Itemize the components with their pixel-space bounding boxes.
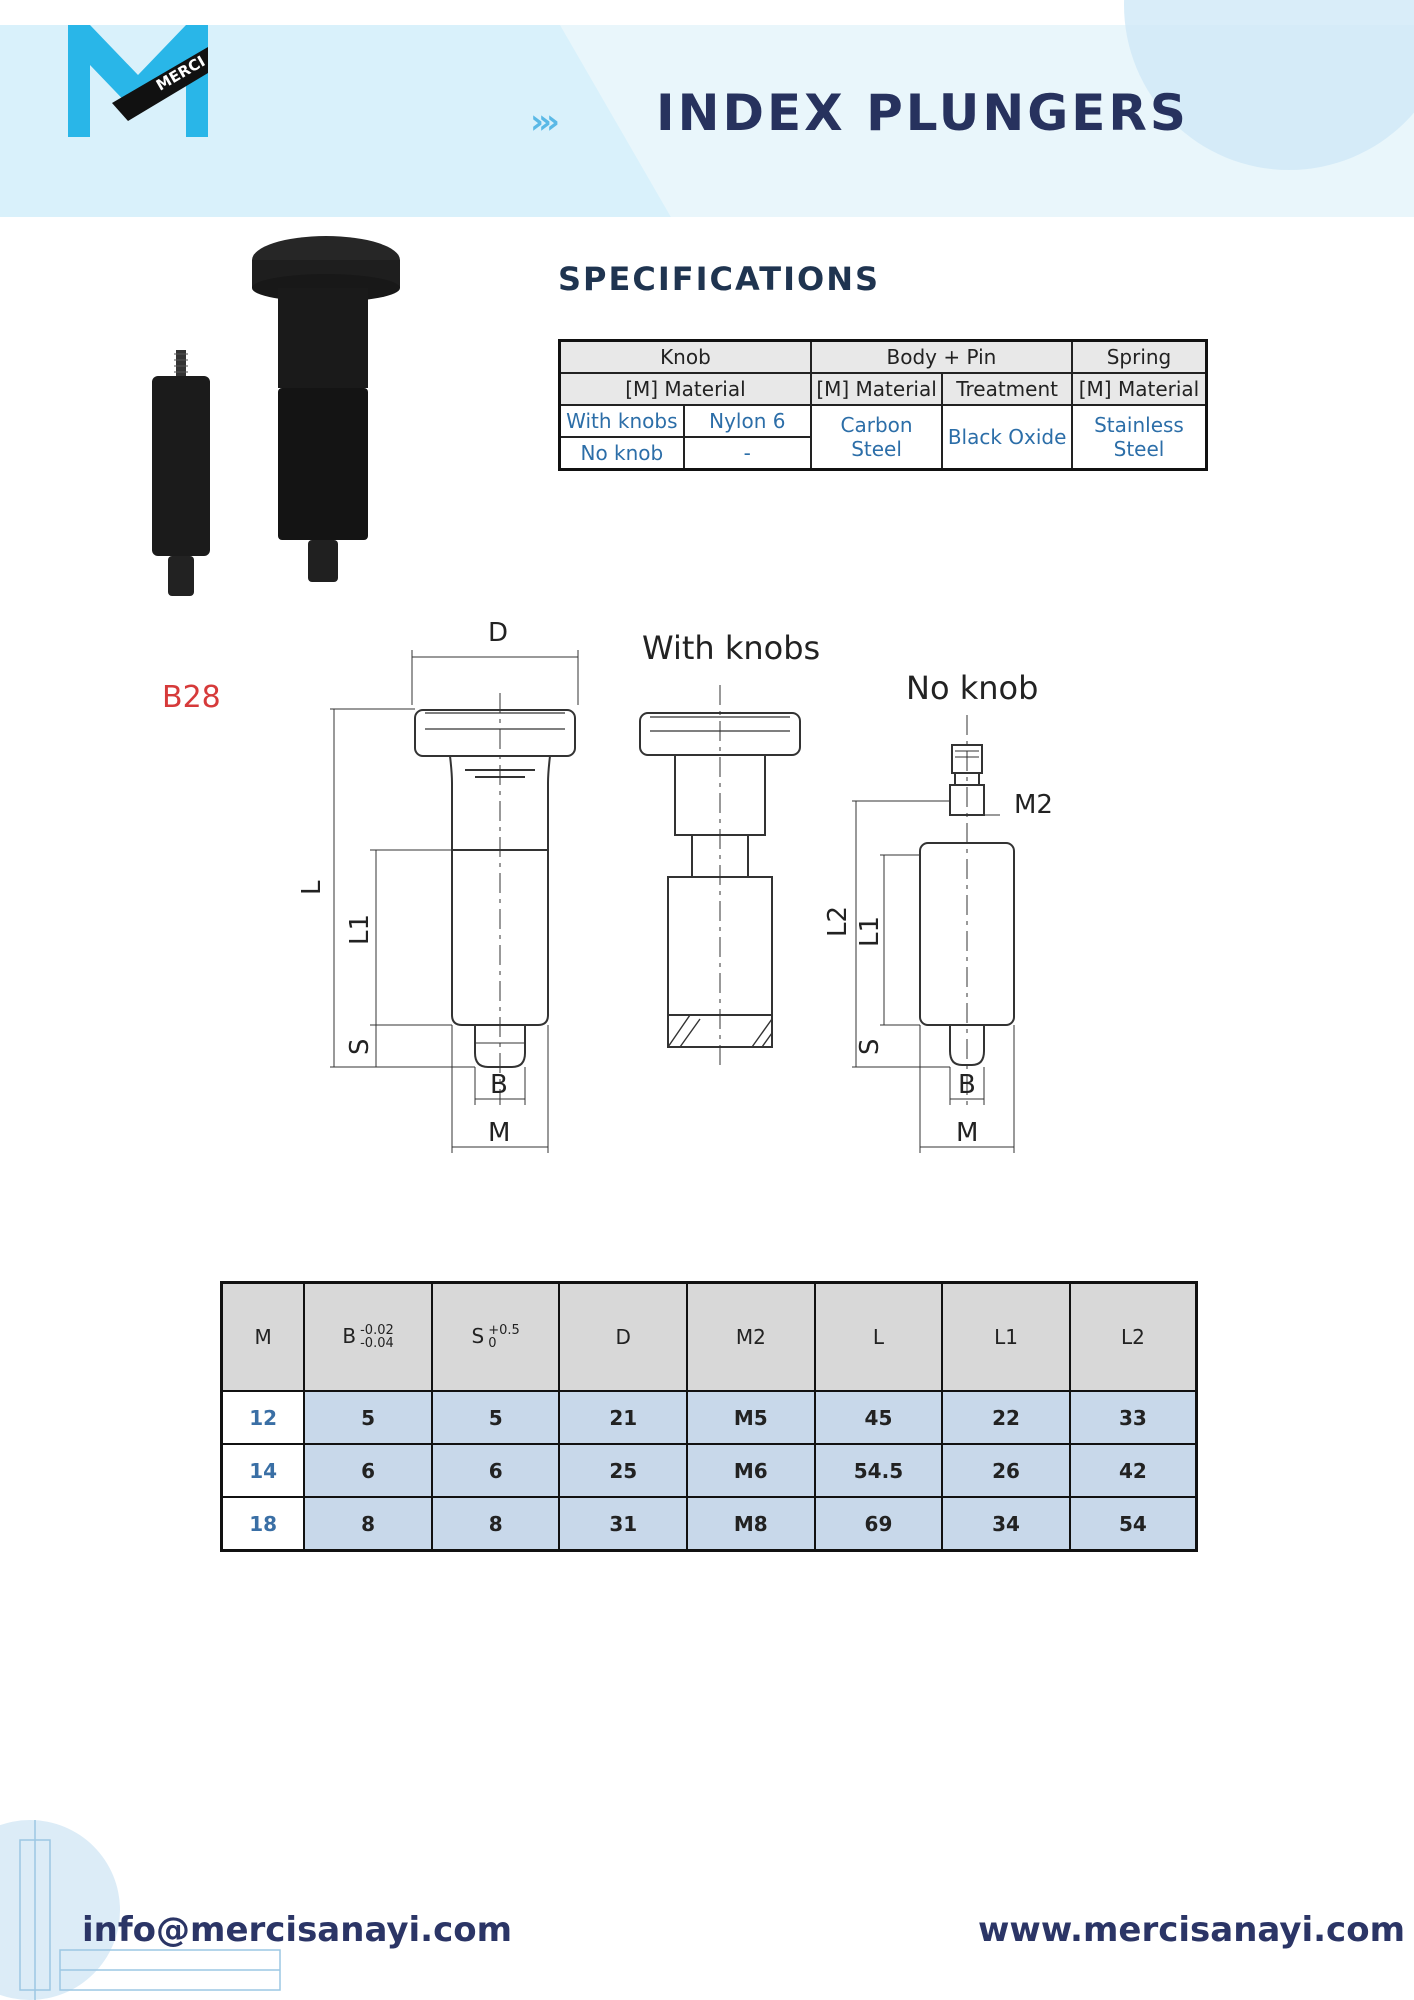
cell-l1: 34 xyxy=(941,1496,1071,1552)
cell-b: 8 xyxy=(303,1496,433,1552)
dim-b-label: B xyxy=(490,1070,508,1100)
treatment-cell: Black Oxide xyxy=(941,404,1073,471)
cell-l: 45 xyxy=(813,1390,944,1445)
product-code: B28 xyxy=(162,680,221,715)
cell-b: 5 xyxy=(303,1390,433,1445)
cell-b: 6 xyxy=(303,1443,433,1498)
cell-l1: 22 xyxy=(941,1390,1071,1445)
specifications-table: Knob Body + Pin Spring [M] Material [M] … xyxy=(558,339,1208,471)
spring-material-header: [M] Material xyxy=(1070,372,1208,406)
knob-type-cell: With knobs xyxy=(558,404,685,438)
body-pin-group-header: Body + Pin xyxy=(809,339,1073,374)
with-knobs-label: With knobs xyxy=(642,629,820,667)
merci-logo: MERCI xyxy=(68,25,208,137)
header-m: M xyxy=(220,1281,306,1392)
spring-group-header: Spring xyxy=(1070,339,1208,374)
dim-l1-label: L1 xyxy=(855,916,885,947)
specifications-title: SPECIFICATIONS xyxy=(558,260,881,298)
knob-material-header: [M] Material xyxy=(558,372,812,406)
cell-m2: M6 xyxy=(686,1443,816,1498)
dim-m-label: M xyxy=(956,1118,978,1148)
cell-l2: 42 xyxy=(1068,1443,1198,1498)
footer-decoration xyxy=(0,1820,281,2000)
knob-material-cell: - xyxy=(682,436,812,471)
cell-l2: 33 xyxy=(1068,1390,1198,1445)
cell-m: 18 xyxy=(220,1496,306,1552)
product-photo xyxy=(152,236,400,596)
cell-d: 21 xyxy=(558,1390,689,1445)
website-link[interactable]: www.mercisanayi.com xyxy=(978,1910,1405,1950)
cell-m2: M5 xyxy=(686,1390,816,1445)
dim-d-label: D xyxy=(488,618,508,648)
chevron-arrows-icon: ››› xyxy=(530,102,560,142)
dim-l1-label: L1 xyxy=(345,914,375,945)
dim-s-label: S xyxy=(345,1038,375,1055)
page-title: INDEX PLUNGERS xyxy=(656,84,1189,142)
cell-s: 8 xyxy=(430,1496,561,1552)
dim-m2-label: M2 xyxy=(1014,790,1053,820)
cell-m2: M8 xyxy=(686,1496,816,1552)
dim-m-label: M xyxy=(488,1118,510,1148)
header-l2: L2 xyxy=(1068,1281,1198,1392)
dim-s-label: S xyxy=(855,1038,885,1055)
cell-l1: 26 xyxy=(941,1443,1071,1498)
header-m2: M2 xyxy=(686,1281,816,1392)
table-row: 12 5 5 21 M5 45 22 33 xyxy=(220,1390,1198,1445)
dim-b-label: B xyxy=(958,1070,976,1100)
cell-s: 5 xyxy=(430,1390,561,1445)
dim-l2-label: L2 xyxy=(823,906,853,937)
cell-m: 12 xyxy=(220,1390,306,1445)
cell-d: 25 xyxy=(558,1443,689,1498)
header-l1: L1 xyxy=(941,1281,1071,1392)
knob-type-cell: No knob xyxy=(558,436,685,471)
knob-group-header: Knob xyxy=(558,339,812,374)
cell-l2: 54 xyxy=(1068,1496,1198,1552)
dim-l-label: L xyxy=(300,880,327,895)
no-knob-label: No knob xyxy=(906,669,1038,707)
email-link[interactable]: info@mercisanayi.com xyxy=(82,1910,513,1950)
table-row: 14 6 6 25 M6 54.5 26 42 xyxy=(220,1443,1198,1498)
cell-m: 14 xyxy=(220,1443,306,1498)
header-d: D xyxy=(558,1281,689,1392)
treatment-header: Treatment xyxy=(941,372,1073,406)
technical-drawing: D L L1 S B M With knobs No knob M2 L2 L1… xyxy=(300,618,1053,1153)
body-material-header: [M] Material xyxy=(809,372,944,406)
knob-material-cell: Nylon 6 xyxy=(682,404,812,438)
header-l: L xyxy=(813,1281,944,1392)
header-b: B-0.02-0.04 xyxy=(303,1281,433,1392)
cell-l: 69 xyxy=(813,1496,944,1552)
cell-l: 54.5 xyxy=(813,1443,944,1498)
table-row: 18 8 8 31 M8 69 34 54 xyxy=(220,1496,1198,1552)
cell-d: 31 xyxy=(558,1496,689,1552)
cell-s: 6 xyxy=(430,1443,561,1498)
